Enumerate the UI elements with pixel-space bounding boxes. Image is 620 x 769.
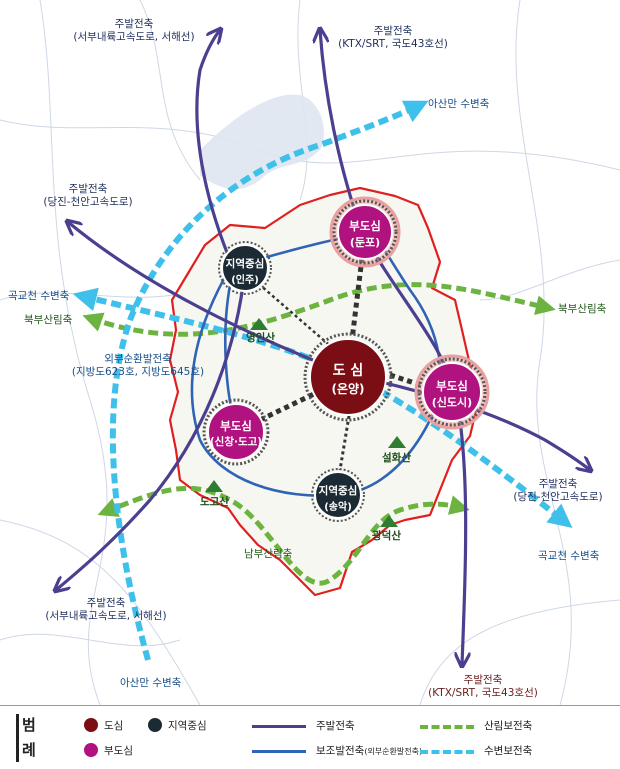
- asan-bay-bottom-label: 아산만 수변축: [120, 677, 182, 689]
- gokgyo-right-label: 곡교천 수변축: [538, 550, 600, 562]
- inju-label: 지역중심 (인주): [215, 256, 275, 286]
- node-sinchang: [202, 398, 270, 466]
- sindosi-label: 부도심 (신도시): [422, 378, 482, 410]
- north-forest-right-label: 북부산림축: [558, 303, 607, 315]
- mountain-icons: [205, 318, 406, 527]
- legend-bar: [16, 714, 19, 762]
- n-main-label: 주발전축 (KTX/SRT, 국도43호선): [318, 25, 468, 51]
- dunpo-label: 부도심 (둔포): [335, 218, 395, 250]
- outer-ring-axis: [190, 230, 442, 498]
- seolhwa-label: 설화산: [382, 452, 411, 464]
- sindosi-title: 부도심: [436, 379, 468, 393]
- regional-center-legend-icon: [148, 718, 162, 732]
- node-songak: [311, 468, 365, 522]
- gwangdeok-label: 광덕산: [372, 530, 401, 542]
- legend: 범 례 도심 지역중심 부도심 주발전축 보조발전축(외부순환발전축) 산림보전…: [0, 705, 620, 769]
- legend-aux-axis: 보조발전축(외부순환발전축): [316, 743, 422, 758]
- legend-aux-axis-note: (외부순환발전축): [364, 747, 423, 756]
- sw-main-axis: [56, 269, 247, 590]
- songak-label: 지역중심 (송악): [308, 483, 368, 513]
- songak-sub: (송악): [324, 502, 352, 513]
- sw-main-title: 주발전축: [86, 597, 126, 609]
- w-main-title: 주발전축: [68, 183, 108, 195]
- node-dunpo: [332, 199, 398, 265]
- node-center: [303, 332, 393, 422]
- seolhwa-mountain-icon: [388, 436, 406, 448]
- songak-title: 지역중심: [318, 485, 358, 497]
- outer-ring-sub: (지방도623호, 지방도645호): [71, 366, 205, 378]
- water-axis-legend-line: [420, 750, 474, 754]
- sub-center-legend-icon: [84, 743, 98, 757]
- legend-main-axis: 주발전축: [316, 720, 355, 732]
- nw-main-axis: [195, 30, 234, 266]
- gwangdeok-mountain-icon: [380, 515, 398, 527]
- outer-ring-title: 외부순환발전축: [104, 353, 172, 365]
- sinchang-sub: (신창·도고): [209, 436, 263, 448]
- legend-title-1: 범: [22, 716, 36, 734]
- node-sindosi: [417, 357, 487, 427]
- inju-sub: (인주): [231, 275, 259, 286]
- legend-regional-center: 지역중심: [168, 720, 207, 732]
- nw-main-title: 주발전축: [114, 18, 154, 30]
- s-main-title: 주발전축: [463, 674, 503, 686]
- node-inju: [218, 241, 272, 295]
- legend-downtown: 도심: [104, 720, 124, 732]
- nw-main-label: 주발전축 (서부내륙고속도로, 서해선): [44, 18, 224, 44]
- inju-title: 지역중심: [225, 258, 265, 270]
- sindosi-sub: (신도시): [431, 396, 473, 409]
- center-label: 도 심 (온양): [318, 360, 378, 397]
- nw-main-sub: (서부내륙고속도로, 서해선): [73, 31, 195, 43]
- outer-ring-label: 외부순환발전축 (지방도623호, 지방도645호): [38, 353, 238, 379]
- w-main-sub: (당진-천안고속도로): [43, 196, 133, 208]
- w-main-label: 주발전축 (당진-천안고속도로): [18, 183, 158, 209]
- forest-axis-legend-line: [420, 725, 474, 729]
- legend-sub-center: 부도심: [104, 745, 133, 757]
- sinchang-label: 부도심 (신창·도고): [201, 418, 271, 449]
- downtown-legend-icon: [84, 718, 98, 732]
- gokgyo-left-label: 곡교천 수변축: [8, 290, 70, 302]
- e-main-axis: [349, 373, 590, 470]
- sw-main-sub: (서부내륙고속도로, 서해선): [45, 610, 167, 622]
- south-forest-label: 남부산림축: [244, 548, 293, 560]
- sinchang-title: 부도심: [220, 419, 252, 433]
- s-main-label: 주발전축 (KTX/SRT, 국도43호선): [408, 674, 558, 700]
- n-main-title: 주발전축: [373, 25, 413, 37]
- dogo-label: 도고산: [200, 496, 229, 508]
- center-title: 도 심: [332, 363, 364, 379]
- center-sub: (온양): [331, 382, 365, 396]
- north-forest-left-label: 북부산림축: [24, 314, 73, 326]
- e-main-label: 주발전축 (당진-천안고속도로): [498, 478, 618, 504]
- legend-aux-axis-label: 보조발전축: [316, 745, 365, 757]
- aux-axis-legend-line: [252, 750, 306, 753]
- dunpo-title: 부도심: [349, 219, 381, 233]
- n-main-sub: (KTX/SRT, 국도43호선): [338, 38, 448, 50]
- yeongin-mountain-icon: [250, 318, 268, 330]
- yeongin-label: 영인산: [246, 332, 275, 344]
- main-axis-legend-line: [252, 725, 306, 728]
- legend-water-axis: 수변보전축: [484, 745, 533, 757]
- e-main-title: 주발전축: [538, 478, 578, 490]
- e-main-sub: (당진-천안고속도로): [513, 491, 603, 503]
- legend-forest-axis: 산림보전축: [484, 720, 533, 732]
- dogo-mountain-icon: [205, 480, 223, 492]
- city-structure-map: [0, 0, 620, 705]
- dunpo-sub: (둔포): [349, 236, 381, 249]
- sw-main-label: 주발전축 (서부내륙고속도로, 서해선): [16, 597, 196, 623]
- s-main-sub: (KTX/SRT, 국도43호선): [428, 687, 538, 699]
- legend-title-2: 례: [22, 741, 36, 759]
- asan-bay-top-label: 아산만 수변축: [428, 98, 490, 110]
- asan-bay: [200, 94, 324, 190]
